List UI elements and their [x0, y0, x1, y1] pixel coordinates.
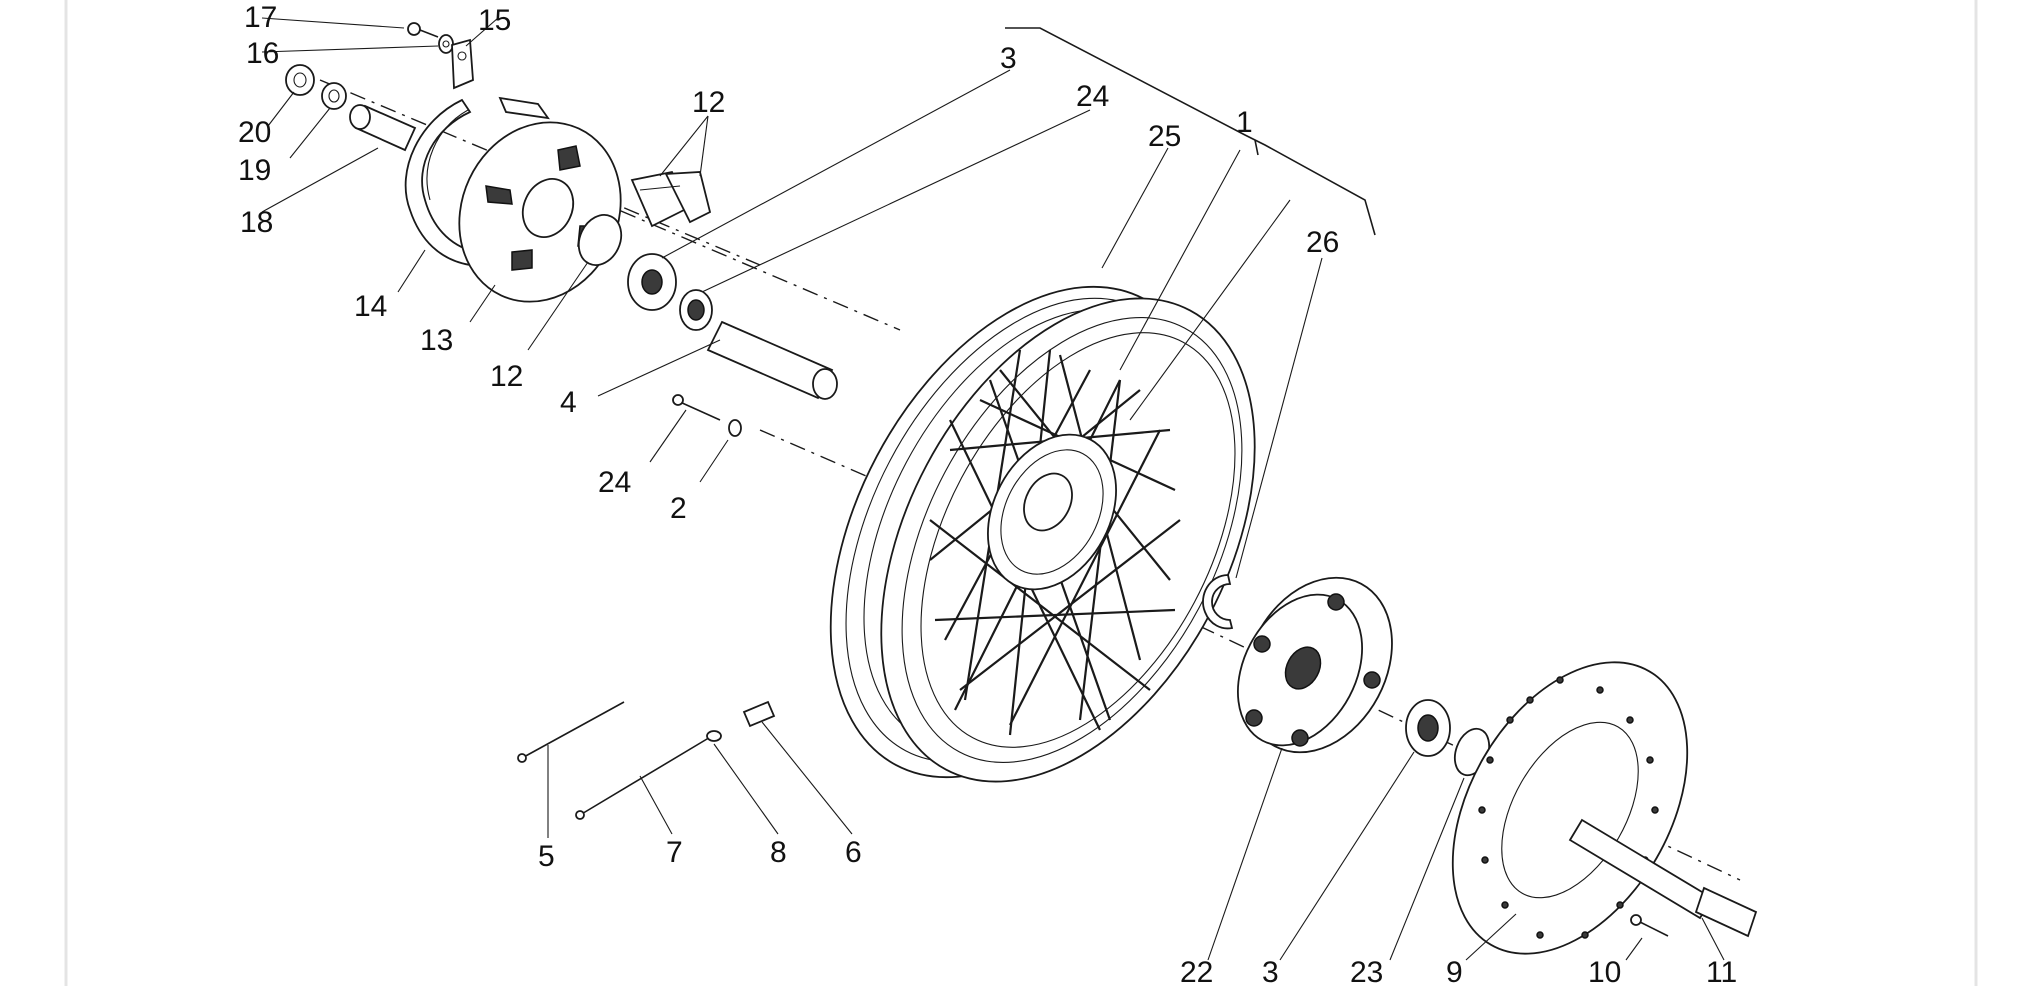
callout-26: 25 [1148, 120, 1181, 153]
brake-disc-9 [1451, 661, 1689, 955]
callout-17: 16 [246, 37, 279, 70]
circlip-27 [1202, 574, 1234, 630]
callout-22: 22 [1180, 956, 1213, 986]
washer-2 [728, 419, 742, 437]
spoke-7 [575, 735, 713, 820]
assembly-bracket [1005, 27, 1376, 236]
callout-labels: 17 16 15 20 19 18 14 13 12 12 3 24 25 1 … [238, 1, 1737, 986]
spacer-19 [349, 104, 417, 152]
callout-3-lower: 3 [1262, 956, 1279, 986]
callout-7: 7 [666, 836, 683, 869]
bolt-25 [672, 394, 721, 421]
bearing-3-upper [627, 253, 677, 311]
callout-2: 2 [670, 492, 687, 525]
callout-18: 17 [244, 1, 277, 34]
callout-23: 23 [1350, 956, 1383, 986]
callout-6: 6 [845, 836, 862, 869]
nipple-8 [706, 730, 722, 742]
o-ring-13 [577, 214, 623, 266]
callout-27: 26 [1306, 226, 1339, 259]
callout-21: 20 [238, 116, 271, 149]
axle-11 [1568, 818, 1758, 938]
callout-9: 9 [1446, 956, 1463, 986]
callout-12: 12 [692, 86, 725, 119]
spacer-tube-4 [706, 320, 838, 400]
callout-16: 15 [478, 4, 511, 37]
callout-13: 12 [490, 360, 523, 393]
seal-24 [679, 289, 713, 331]
nut-21 [285, 64, 315, 96]
callout-19: 18 [240, 206, 273, 239]
washer-20 [321, 82, 347, 110]
callout-15: 14 [354, 290, 387, 323]
callout-8: 8 [770, 836, 787, 869]
drive-hub-22 [1237, 576, 1393, 754]
callout-4: 4 [560, 386, 577, 419]
plate-16 [451, 38, 474, 90]
bolt-10 [1630, 914, 1669, 937]
callout-14: 13 [420, 324, 453, 357]
callout-11: 11 [1706, 956, 1737, 986]
callout-3-upper: 3 [1000, 42, 1017, 75]
callout-5: 5 [538, 840, 555, 873]
small-bracket [498, 96, 550, 120]
callout-20: 19 [238, 154, 271, 187]
callout-1: 1 [1236, 106, 1253, 139]
valve-6 [742, 700, 776, 728]
bolt-18 [407, 22, 439, 38]
wheel-hub [987, 433, 1117, 591]
spoke-5 [517, 701, 625, 763]
callout-24: 24 [1076, 80, 1109, 113]
washer-17 [438, 34, 454, 54]
callout-25: 24 [598, 466, 631, 499]
dampers-12 [630, 170, 712, 228]
callout-10: 10 [1588, 956, 1621, 986]
leader-lines [261, 17, 1725, 961]
bearing-3-lower [1405, 699, 1451, 757]
